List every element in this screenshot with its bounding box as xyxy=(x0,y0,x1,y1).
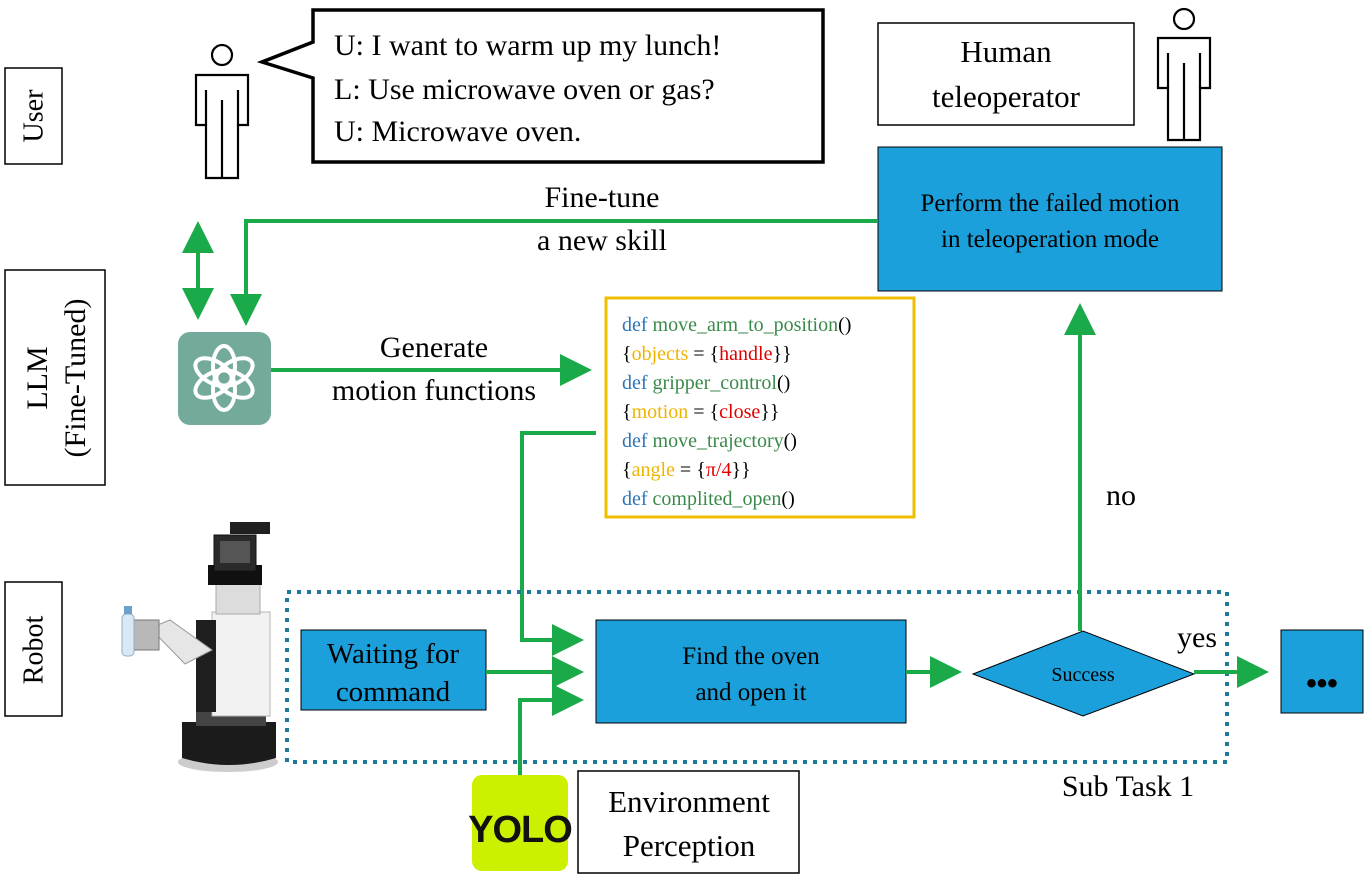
code-token-kw: def xyxy=(622,488,653,510)
svg-text:Robot: Robot xyxy=(18,616,49,685)
human-teleoperator-label: Human teleoperator xyxy=(877,22,1135,126)
code-box: def move_arm_to_position(){objects = {ha… xyxy=(604,296,916,519)
svg-text:Success: Success xyxy=(1051,664,1115,686)
svg-text:teleoperator: teleoperator xyxy=(932,79,1081,114)
subtask-region xyxy=(285,590,1229,764)
code-token-paren: () xyxy=(838,314,851,336)
code-token-fn: move_arm_to_position xyxy=(653,314,839,336)
svg-text:(Fine-Tuned): (Fine-Tuned) xyxy=(59,299,92,458)
code-token-key: angle xyxy=(632,459,675,481)
teleoperation-box: Perform the failed motion in teleoperati… xyxy=(877,146,1223,292)
code-token-close: }} xyxy=(760,401,779,423)
svg-text:in teleoperation mode: in teleoperation mode xyxy=(941,226,1159,253)
dialogue-line-2: L: Use microwave oven or gas? xyxy=(334,73,715,106)
svg-text:Environment: Environment xyxy=(608,784,770,819)
code-line: def complited_open() xyxy=(622,488,795,510)
svg-text:Waiting for: Waiting for xyxy=(327,638,459,670)
code-token-open: { xyxy=(622,459,632,481)
code-line: def move_arm_to_position() xyxy=(622,314,851,336)
code-token-eq: = { xyxy=(688,343,719,365)
yolo-to-find-arrow xyxy=(518,684,584,775)
yes-label: yes xyxy=(1177,621,1217,654)
svg-text:•••: ••• xyxy=(1306,667,1338,700)
fine-tune-label-1: Fine-tune xyxy=(545,181,660,214)
code-to-find-arrow xyxy=(520,431,596,656)
no-label: no xyxy=(1106,479,1136,512)
fine-tune-arrow xyxy=(230,219,878,326)
code-token-eq: = { xyxy=(688,401,719,423)
row-label-llm: LLM (Fine-Tuned) xyxy=(4,269,106,486)
code-token-eq: = { xyxy=(675,459,706,481)
svg-text:Perform the failed motion: Perform the failed motion xyxy=(921,190,1180,217)
teleoperator-person-icon xyxy=(1156,7,1212,142)
subtask-label: Sub Task 1 xyxy=(1062,770,1194,803)
environment-perception-label: Environment Perception xyxy=(577,770,800,874)
code-token-close: }} xyxy=(772,343,791,365)
svg-text:and open it: and open it xyxy=(695,679,806,706)
waiting-box: Waiting for command xyxy=(300,629,487,711)
code-token-kw: def xyxy=(622,314,653,336)
svg-text:User: User xyxy=(18,89,49,143)
code-line: {angle = {π/4}} xyxy=(622,459,751,481)
dialogue-line-1: U: I want to warm up my lunch! xyxy=(334,29,721,62)
code-line: def gripper_control() xyxy=(622,372,790,394)
code-token-val: close xyxy=(719,401,760,423)
success-decision: Success xyxy=(971,630,1196,717)
svg-text:Find the oven: Find the oven xyxy=(682,643,820,670)
code-token-val: handle xyxy=(719,343,772,365)
svg-text:Perception: Perception xyxy=(623,828,756,863)
row-label-robot: Robot xyxy=(4,581,63,717)
fine-tune-label-2: a new skill xyxy=(537,224,667,257)
next-step-box: ••• xyxy=(1280,629,1364,714)
code-line: def move_trajectory() xyxy=(622,430,797,452)
generate-label-2: motion functions xyxy=(332,374,536,407)
code-token-key: objects xyxy=(632,343,689,365)
code-token-key: motion xyxy=(632,401,689,423)
row-label-user: User xyxy=(4,67,63,165)
llm-logo-icon xyxy=(178,332,271,425)
code-token-fn: move_trajectory xyxy=(653,430,784,452)
code-token-open: { xyxy=(622,401,632,423)
find-oven-box: Find the oven and open it xyxy=(595,619,907,724)
code-token-paren: () xyxy=(784,430,797,452)
svg-text:YOLO: YOLO xyxy=(468,809,572,851)
code-token-fn: gripper_control xyxy=(653,372,778,394)
code-line: {motion = {close}} xyxy=(622,401,779,423)
robot-image xyxy=(121,522,278,772)
dialogue-line-3: U: Microwave oven. xyxy=(334,115,581,148)
dialogue-bubble: U: I want to warm up my lunch! L: Use mi… xyxy=(256,8,825,164)
code-token-kw: def xyxy=(622,430,653,452)
svg-text:Human: Human xyxy=(960,34,1052,69)
code-token-paren: () xyxy=(781,488,794,510)
code-line: {objects = {handle}} xyxy=(622,343,792,365)
code-token-val: π/4 xyxy=(706,459,732,481)
code-token-close: }} xyxy=(731,459,750,481)
generate-label-1: Generate xyxy=(380,331,488,364)
code-token-kw: def xyxy=(622,372,653,394)
svg-text:LLM: LLM xyxy=(21,346,54,409)
user-person-icon xyxy=(194,43,250,180)
code-token-open: { xyxy=(622,343,632,365)
svg-text:command: command xyxy=(336,676,451,708)
code-token-fn: complited_open xyxy=(653,488,782,510)
yolo-logo-icon: YOLO xyxy=(468,775,573,871)
code-token-paren: () xyxy=(777,372,790,394)
